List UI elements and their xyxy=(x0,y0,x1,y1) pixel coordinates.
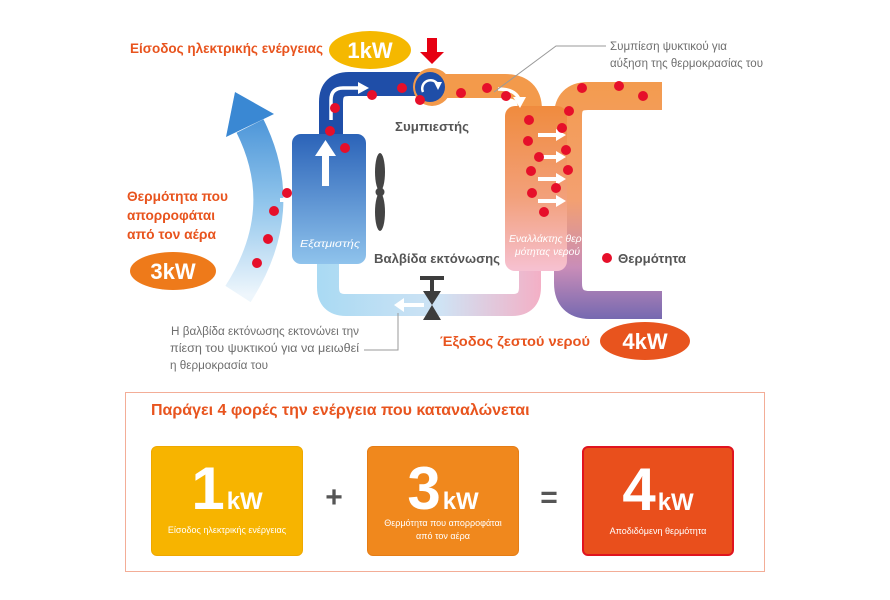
heat-dot xyxy=(456,88,466,98)
heat-dot xyxy=(482,83,492,93)
valve-leader-line xyxy=(364,313,399,351)
heat-exchanger-label-line: μότητας νερού xyxy=(514,246,580,258)
card-air-heat: 3kW Θερμότητα που απορροφάται από τον αέ… xyxy=(367,446,519,556)
air-heat-label-line: απορροφάται xyxy=(127,207,215,223)
card-unit: kW xyxy=(226,488,263,515)
electric-input-label: Είσοδος ηλεκτρικής ενέργειας xyxy=(130,40,323,56)
legend-heat-label: Θερμότητα xyxy=(618,252,686,266)
heat-transfer-arrows xyxy=(538,129,566,207)
air-heat-value: 3kW xyxy=(150,259,195,284)
card-label-line: Θερμότητα που απορροφάται xyxy=(384,518,502,528)
compressor-note-line: αύξηση της θερμοκρασίας του xyxy=(610,58,763,70)
legend-heat-dot xyxy=(602,253,612,263)
card-label-line: Αποδιδόμενη θερμότητα xyxy=(609,525,707,536)
card-value: 1kW xyxy=(152,459,302,519)
flow-arrow-left xyxy=(394,298,424,312)
heat-dot xyxy=(252,258,262,268)
heat-dot xyxy=(282,188,292,198)
heat-dot xyxy=(577,83,587,93)
heat-dot xyxy=(501,91,511,101)
heat-dot xyxy=(263,234,273,244)
air-heat-label-line: Θερμότητα που xyxy=(127,188,228,204)
heat-dot xyxy=(564,106,574,116)
power-input-arrow-icon xyxy=(420,38,444,64)
summary-box: Παράγει 4 φορές την ενέργεια που καταναλ… xyxy=(125,392,765,572)
valve-note-line: πίεση του ψυκτικού για να μειωθεί xyxy=(170,343,359,355)
card-label-line: Είσοδος ηλεκτρικής ενέργειας xyxy=(167,524,287,535)
heat-dot xyxy=(367,90,377,100)
electric-input-badge xyxy=(329,31,411,69)
heat-dot xyxy=(325,126,335,136)
card-value: 3kW xyxy=(368,459,518,519)
card-number: 4 xyxy=(622,456,656,523)
flow-arrow-right xyxy=(329,82,369,120)
card-unit: kW xyxy=(442,488,479,515)
heat-dot xyxy=(557,123,567,133)
heat-dot xyxy=(539,207,549,217)
flow-arrow-down xyxy=(497,87,526,108)
heat-dot xyxy=(563,165,573,175)
card-value: 4kW xyxy=(584,460,732,520)
card-label-line: από τον αέρα xyxy=(416,531,470,541)
heat-dot xyxy=(330,103,340,113)
heat-dot xyxy=(527,188,537,198)
heat-dot xyxy=(397,83,407,93)
liquid-refrigerant-pipe xyxy=(317,258,541,316)
card-heat-output: 4kW Αποδιδόμενη θερμότητα xyxy=(582,446,734,556)
heat-exchanger-label-line: Εναλλάκτης θερ- xyxy=(509,233,585,245)
heat-dots xyxy=(252,81,648,268)
heat-pump-diagram: Είσοδος ηλεκτρικής ενέργειας 1kW Συμπιεσ… xyxy=(127,31,763,372)
card-label: Θερμότητα που απορροφάται από τον αέρα xyxy=(372,517,514,543)
heat-dot xyxy=(614,81,624,91)
summary-title: Παράγει 4 φορές την ενέργεια που καταναλ… xyxy=(151,402,530,419)
heat-exchanger xyxy=(505,106,567,271)
heat-dot xyxy=(269,206,279,216)
equals-operator: = xyxy=(540,481,558,514)
card-label: Αποδιδόμενη θερμότητα xyxy=(588,518,728,544)
evaporator-label: Εξατμιστής xyxy=(300,238,361,250)
heat-dot xyxy=(534,152,544,162)
compressor-leader-line xyxy=(493,45,606,93)
card-number: 3 xyxy=(407,455,441,522)
hot-water-output-value: 4kW xyxy=(622,329,667,354)
heat-dot xyxy=(523,136,533,146)
heat-dot xyxy=(561,145,571,155)
air-heat-badge xyxy=(130,252,216,290)
heat-dot xyxy=(524,115,534,125)
card-electric-input: 1kW Είσοδος ηλεκτρικής ενέργειας xyxy=(151,446,303,556)
water-pipe xyxy=(554,82,662,319)
heat-dot xyxy=(638,91,648,101)
valve-note-line: η θερμοκρασία του xyxy=(170,360,268,372)
expansion-valve-label: Βαλβίδα εκτόνωσης xyxy=(374,252,500,266)
card-number: 1 xyxy=(191,455,225,522)
hot-water-output-label: Έξοδος ζεστού νερού xyxy=(440,333,590,349)
valve-note-line: Η βαλβίδα εκτόνωσης εκτονώνει την xyxy=(171,326,359,338)
air-heat-label-line: από τον αέρα xyxy=(127,226,216,242)
heat-dot xyxy=(415,95,425,105)
card-label: Είσοδος ηλεκτρικής ενέργειας xyxy=(156,517,298,543)
evaporator xyxy=(292,134,366,264)
heat-dot xyxy=(340,143,350,153)
fan-icon xyxy=(375,153,385,231)
refrigerant-flow-up-arrow xyxy=(315,140,336,186)
expansion-valve-icon xyxy=(420,276,444,320)
electric-input-value: 1kW xyxy=(347,38,392,63)
compressor-note-line: Συμπίεση ψυκτικού για xyxy=(610,41,727,53)
plus-operator: + xyxy=(325,481,343,514)
hot-water-output-badge xyxy=(600,322,690,360)
heat-dot xyxy=(551,183,561,193)
compressor-label: Συμπιεστής xyxy=(395,120,469,134)
card-unit: kW xyxy=(657,489,694,516)
heat-dot xyxy=(526,166,536,176)
